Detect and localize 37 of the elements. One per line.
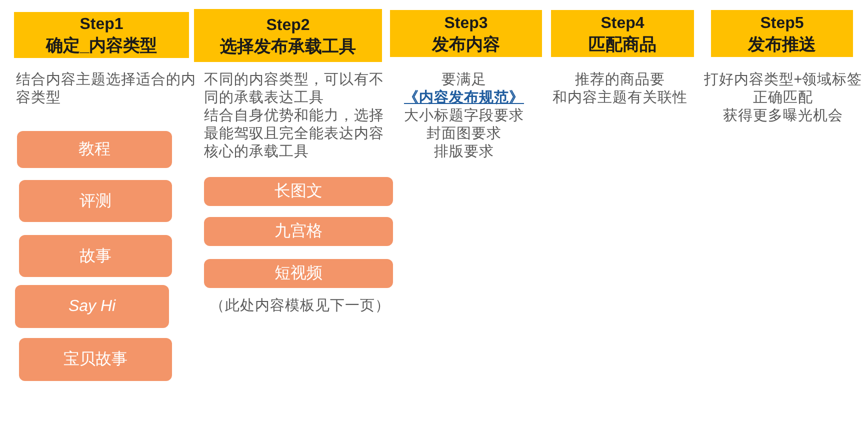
category-box: 教程 xyxy=(17,131,172,168)
step-header xyxy=(711,10,853,57)
description-text: 要满足 xyxy=(440,71,488,89)
step-title: 选择发布承载工具 xyxy=(220,36,356,56)
category-box: 评测 xyxy=(19,180,172,222)
note-text: （此处内容模板见下一页） xyxy=(209,297,391,315)
step-header xyxy=(551,10,694,57)
description-text: 正确匹配 xyxy=(752,89,814,107)
step-header xyxy=(390,10,542,57)
step-title: 发布内容 xyxy=(432,34,500,54)
step-title: 匹配商品 xyxy=(588,34,656,54)
step-number: Step5 xyxy=(760,14,804,34)
category-box: Say Hi xyxy=(15,285,169,328)
description-text: 排版要求 xyxy=(433,143,495,161)
step-number: Step4 xyxy=(600,14,644,34)
tool-box: 短视频 xyxy=(204,259,393,288)
description-text: 结合自身优势和能力，选择最能驾驭且完全能表达内容核心的承载工具 xyxy=(204,107,385,161)
category-box: 宝贝故事 xyxy=(19,338,172,381)
step-header xyxy=(14,12,189,58)
description-text: 获得更多曝光机会 xyxy=(722,107,844,125)
step-number: Step1 xyxy=(80,15,124,35)
description-text: 大小标题字段要求 xyxy=(403,107,525,125)
tool-box: 长图文 xyxy=(204,177,393,206)
document-link: 《内容发布规范》 xyxy=(404,90,524,106)
category-box: 故事 xyxy=(19,235,172,277)
description-text: 和内容主题有关联性 xyxy=(552,89,688,107)
step-title: 发布推送 xyxy=(748,34,816,54)
step-header xyxy=(194,9,382,62)
step-number: Step2 xyxy=(266,16,310,36)
step-number: Step3 xyxy=(444,14,488,34)
description-text: 打好内容类型+领域标签 xyxy=(702,71,864,89)
tool-box: 九宫格 xyxy=(204,217,393,246)
step-title: 确定_内容类型 xyxy=(46,35,158,56)
description-text: 推荐的商品要 xyxy=(574,71,666,89)
description-text: 不同的内容类型，可以有不同的承载表达工具 xyxy=(204,71,385,107)
description-text: 结合内容主题选择适合的内容类型 xyxy=(16,71,197,107)
description-text: 封面图要求 xyxy=(426,125,502,143)
